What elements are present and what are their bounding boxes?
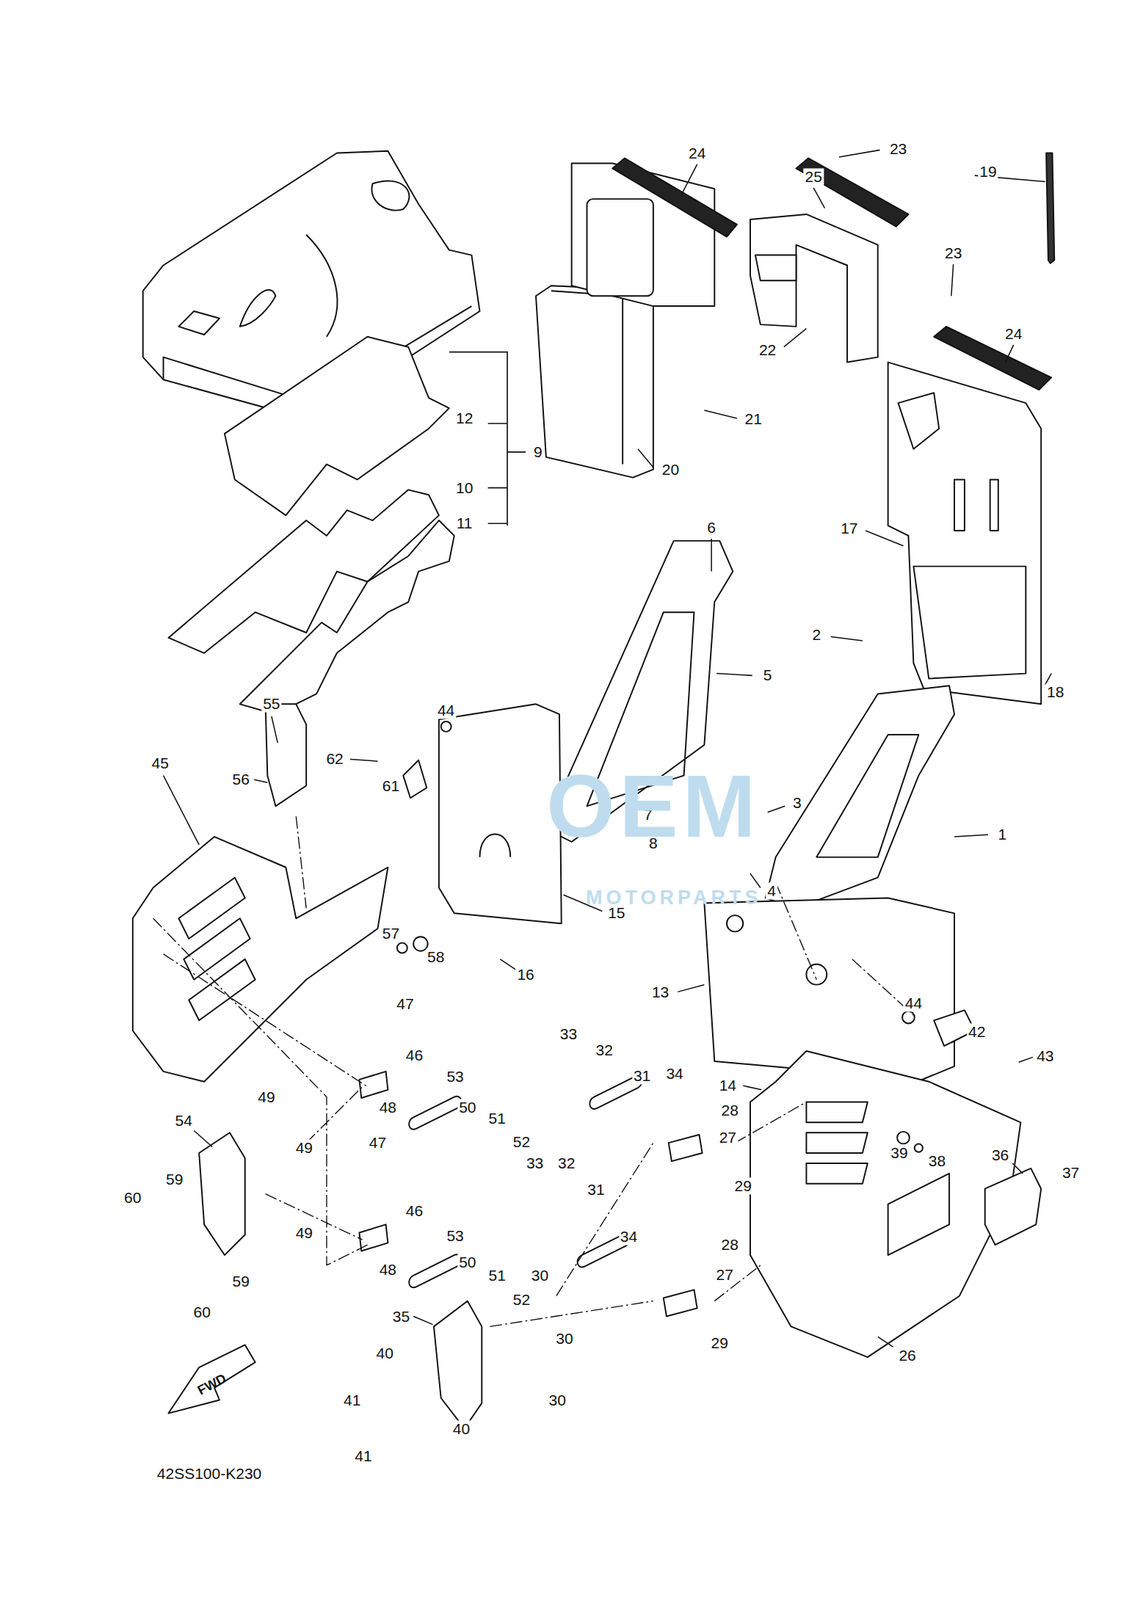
callout-number: 12 bbox=[454, 410, 475, 428]
callout-number: 57 bbox=[381, 925, 401, 943]
callout-number: 49 bbox=[294, 1140, 315, 1157]
callout-number: 24 bbox=[687, 144, 707, 162]
callout-number: 28 bbox=[719, 1236, 740, 1254]
drawing-code: 42SS100-K230 bbox=[155, 1465, 263, 1483]
callout-number: 49 bbox=[256, 1088, 277, 1106]
callout-number: 41 bbox=[353, 1448, 373, 1466]
callout-number: 9 bbox=[532, 443, 544, 461]
callout-number: 43 bbox=[1035, 1048, 1055, 1066]
callout-number: 38 bbox=[927, 1153, 948, 1171]
callout-number: 62 bbox=[324, 750, 345, 768]
callout-number: 3 bbox=[791, 795, 804, 812]
callout-number: 53 bbox=[444, 1227, 465, 1245]
callout-number: 30 bbox=[530, 1267, 550, 1285]
callout-number: 34 bbox=[618, 1228, 639, 1246]
callout-number: 31 bbox=[585, 1181, 606, 1199]
callout-number: 51 bbox=[486, 1109, 507, 1127]
callout-number: 2 bbox=[811, 626, 823, 644]
callout-number: 40 bbox=[375, 1344, 395, 1362]
callout-number: 5 bbox=[762, 667, 774, 685]
callout-number: 35 bbox=[391, 1308, 412, 1326]
callout-number: 21 bbox=[742, 411, 763, 428]
callout-number: 50 bbox=[457, 1253, 478, 1271]
callout-number: 34 bbox=[664, 1065, 685, 1083]
callout-number: 55 bbox=[261, 695, 282, 713]
callout-number: 28 bbox=[719, 1101, 740, 1119]
callout-number: 42 bbox=[966, 1023, 987, 1041]
callout-number: 6 bbox=[705, 519, 718, 536]
callout-number: 52 bbox=[511, 1133, 532, 1151]
callout-number: 40 bbox=[451, 1420, 472, 1438]
callout-number: 27 bbox=[717, 1129, 738, 1147]
callout-number: 24 bbox=[1003, 325, 1024, 343]
callout-number: 29 bbox=[733, 1177, 754, 1195]
callout-number: 32 bbox=[593, 1041, 614, 1059]
watermark: OEM bbox=[544, 757, 762, 855]
callout-number: 22 bbox=[757, 341, 778, 359]
callout-number: 20 bbox=[660, 461, 681, 478]
callout-number: 59 bbox=[164, 1171, 185, 1189]
callout-number: 36 bbox=[990, 1146, 1011, 1164]
callout-number: 47 bbox=[394, 996, 415, 1014]
callout-number: 58 bbox=[425, 949, 446, 967]
callout-number: 16 bbox=[515, 966, 536, 983]
callout-number: 39 bbox=[889, 1145, 909, 1163]
callout-number: 27 bbox=[715, 1266, 735, 1284]
callout-number: 11 bbox=[455, 515, 475, 533]
callout-number: 60 bbox=[192, 1304, 213, 1322]
callout-number: 31 bbox=[632, 1067, 652, 1085]
callout-number: 17 bbox=[839, 520, 859, 538]
callout-number: 41 bbox=[342, 1391, 362, 1409]
callout-number: 32 bbox=[556, 1155, 577, 1173]
callout-number: 30 bbox=[546, 1391, 567, 1409]
callout-number: 10 bbox=[454, 479, 475, 497]
callout-number: 59 bbox=[230, 1273, 251, 1291]
callout-number: 44 bbox=[436, 701, 456, 719]
callout-number: 14 bbox=[717, 1077, 738, 1095]
callout-number: 30 bbox=[554, 1330, 575, 1348]
callout-number: 13 bbox=[650, 983, 671, 1001]
callout-number: 46 bbox=[404, 1046, 425, 1064]
callout-number: 1 bbox=[996, 826, 1009, 844]
callout-number: 23 bbox=[888, 140, 909, 158]
callout-number: 26 bbox=[897, 1347, 917, 1364]
callout-number: 60 bbox=[122, 1189, 143, 1207]
callout-number: 45 bbox=[150, 755, 171, 773]
callout-number: 29 bbox=[709, 1334, 730, 1352]
callout-number: 33 bbox=[558, 1025, 579, 1043]
callout-number: 33 bbox=[524, 1155, 545, 1173]
callout-number: 23 bbox=[943, 244, 964, 262]
callout-number: 50 bbox=[457, 1098, 478, 1116]
callout-number: 25 bbox=[803, 168, 823, 185]
callout-number: 61 bbox=[381, 777, 401, 795]
callout-number: 37 bbox=[1060, 1164, 1081, 1182]
watermark: MOTORPARTS bbox=[584, 887, 764, 910]
callout-number: 47 bbox=[367, 1134, 388, 1152]
callout-number: 48 bbox=[378, 1261, 398, 1279]
callout-number: 4 bbox=[765, 882, 778, 900]
callout-number: 48 bbox=[378, 1098, 398, 1116]
callout-number: 44 bbox=[903, 994, 924, 1012]
callout-number: 46 bbox=[404, 1203, 425, 1221]
callout-number: 49 bbox=[294, 1224, 315, 1242]
callout-number: 52 bbox=[511, 1292, 532, 1309]
callout-number: 54 bbox=[173, 1112, 194, 1130]
callout-number: 53 bbox=[444, 1068, 465, 1086]
callout-number: 18 bbox=[1045, 683, 1066, 701]
callout-number: 51 bbox=[486, 1267, 507, 1285]
callout-number: 56 bbox=[230, 771, 251, 789]
callout-number: 19 bbox=[977, 162, 998, 180]
